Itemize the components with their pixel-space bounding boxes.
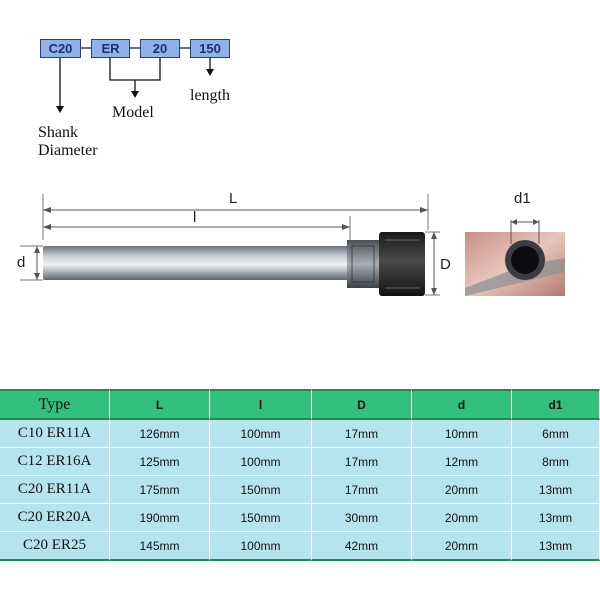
shank-label: Shank Diameter [38,124,98,160]
cell-D: 30mm [312,504,412,532]
cell-d1: 13mm [512,504,600,532]
cell-d1: 13mm [512,476,600,504]
header-D: D [312,389,412,420]
cell-d: 20mm [412,504,512,532]
dimension-l-label: l [193,209,197,226]
dimension-d-label: d [17,254,26,271]
model-label: Model [112,104,154,121]
cell-d: 12mm [412,448,512,476]
cell-type: C10 ER11A [0,420,110,448]
cell-d: 10mm [412,420,512,448]
code-segment-series: ER [91,39,130,58]
cell-D: 17mm [312,448,412,476]
cell-D: 17mm [312,420,412,448]
header-L: L [110,389,210,420]
cell-L: 145mm [110,532,210,561]
header-d: d [412,389,512,420]
shank-label-line1: Shank [38,124,78,141]
cell-d: 20mm [412,532,512,561]
header-type: Type [0,389,110,420]
end-view-photo [465,219,565,296]
cell-l: 150mm [210,504,312,532]
cell-d1: 13mm [512,532,600,561]
dimension-D-label: D [440,256,451,273]
dimension-d1-label: d1 [514,190,531,207]
cell-d: 20mm [412,476,512,504]
cell-d1: 8mm [512,448,600,476]
cell-d1: 6mm [512,420,600,448]
cell-type: C20 ER20A [0,504,110,532]
cell-l: 150mm [210,476,312,504]
cell-type: C12 ER16A [0,448,110,476]
dimension-L-label: L [229,190,238,207]
cell-L: 126mm [110,420,210,448]
header-l: l [210,389,312,420]
cell-l: 100mm [210,532,312,561]
code-segment-size: 20 [140,39,180,58]
cell-D: 17mm [312,476,412,504]
cell-type: C20 ER11A [0,476,110,504]
shank-label-line2: Diameter [38,142,98,159]
cell-l: 100mm [210,448,312,476]
code-segment-length: 150 [190,39,230,58]
length-label: length [190,87,230,104]
cell-L: 125mm [110,448,210,476]
header-d1: d1 [512,389,600,420]
cell-D: 42mm [312,532,412,561]
code-segment-shank: C20 [40,39,81,58]
code-connectors [56,47,214,113]
tool-holder-image [20,194,440,296]
cell-type: C20 ER25 [0,532,110,561]
cell-L: 175mm [110,476,210,504]
cell-L: 190mm [110,504,210,532]
cell-l: 100mm [210,420,312,448]
